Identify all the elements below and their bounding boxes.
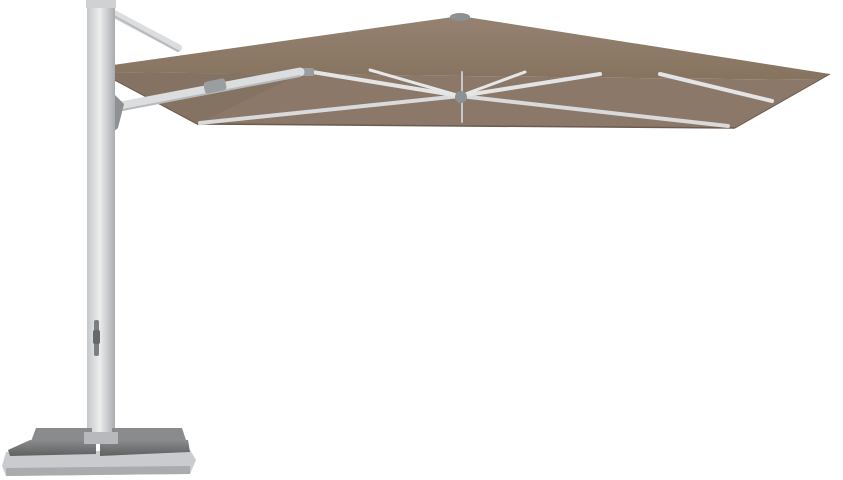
mast bbox=[86, 0, 116, 440]
rib-right-front bbox=[458, 94, 730, 128]
base-slab-right-front bbox=[100, 440, 190, 456]
base-tray-shade bbox=[6, 466, 190, 476]
base-slab-left-front bbox=[8, 440, 96, 456]
arm-brace-top-shade bbox=[111, 14, 179, 52]
rib-left-front bbox=[198, 94, 462, 125]
arm-slider bbox=[203, 78, 227, 94]
arm-brace-top bbox=[106, 8, 182, 52]
mast-crank-grip bbox=[93, 330, 100, 344]
rib-hub bbox=[455, 91, 467, 103]
mast-cap bbox=[86, 0, 116, 8]
base-slab-right-back bbox=[112, 428, 186, 442]
rib-right-outer bbox=[658, 72, 774, 103]
arm-main-shade bbox=[111, 75, 301, 113]
rib-right-back bbox=[458, 72, 602, 98]
canopy-top-surface bbox=[92, 16, 830, 80]
rib-strut-right bbox=[458, 70, 527, 98]
rib-strut-left bbox=[368, 68, 462, 98]
canopy-top-cap bbox=[450, 13, 470, 21]
rib-left-back bbox=[298, 68, 462, 98]
canopy-ribs bbox=[198, 68, 774, 128]
base-mast-foot bbox=[84, 432, 118, 444]
canopy-edge-right bbox=[734, 73, 831, 129]
canopy-edge-front bbox=[196, 123, 736, 129]
mast-pole bbox=[87, 0, 115, 440]
base bbox=[2, 428, 196, 476]
